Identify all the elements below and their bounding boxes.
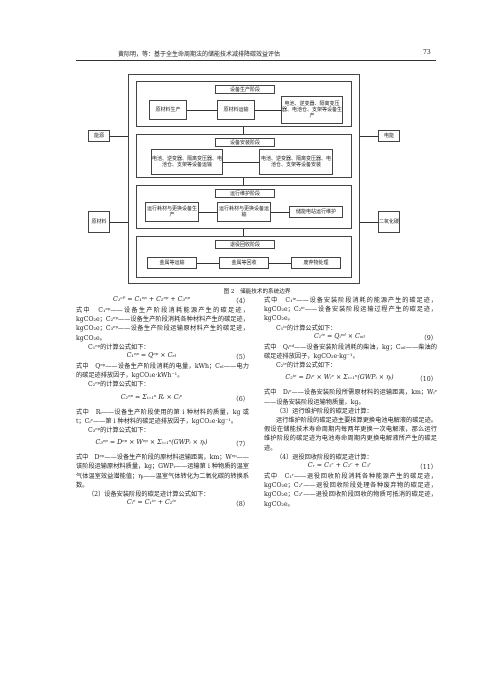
paragraph: 式中 C₁ʳ——退役回收阶段消耗各种能源产生的碳足迹，kgCO₂e；C₂ʳ——退… [264,473,437,508]
paragraph: 式中 Rᵢ——设备生产阶段使用的第 i 种材料的质量，kg 或 t；Cᵢᵉ——第… [76,408,249,425]
production-phase: 设备生产阶段 原材料生产 原材料运输 电池、逆变器、隔离变压器、电池仓、支架等设… [136,81,352,127]
energy-input: 能源 [88,130,110,142]
phase-connector [243,229,244,236]
flow-arrow [187,110,217,111]
flow-arrow [271,212,289,213]
equipment-production-box: 电池、逆变器、隔离变压器、电池仓、支架等设备生产 [281,96,343,124]
header-rule [76,60,436,61]
paragraph: 式中 Qᵉᵖ——设备生产阶段消耗的电量，kWh；Cₑₗ——电力的碳足迹排放因子，… [76,363,249,380]
phase-connector [243,127,244,134]
metal-recycling-box: 金属等回收 [219,257,269,269]
flow-arrow [255,110,281,111]
paragraph: 式中 Dᵉᵖ——设备生产阶段的原材料运输距离，km；Wᵉᵖ——该阶段运输原材料质… [76,454,249,489]
paragraph: 式中 Dᵢᵉ——设备安装阶段所需原材料的运输距离，km；Wᵢᵉ——设备安装阶段运… [264,389,437,406]
consumables-production-box: 运行耗材与更换设备生产 [145,202,199,222]
equation-7: C₃ᵉᵖ = Dᵉᵖ × Wᵉᵖ × Σᵢ₌₁ⁿ(GWPᵢ × ηᵢ)（7） [95,439,249,449]
consumables-transport-box: 运行耗材与更换设备运输 [217,202,271,222]
paragraph: 式中 Qᵢᵉᵈ——设备安装阶段消耗的柴油，kg；Cₒᵢₗ——柴油的碳足迹排放因子… [264,343,437,361]
paragraph: C₁ⁱᵉ的计算公式如下： [276,324,337,332]
paragraph: （2）设备安装阶段的碳足迹计算公式如下： [88,491,210,499]
paragraph: C₂ⁱᵉ的计算公式如下： [276,362,337,370]
equation-8: Cᵢᵉ = C₁ⁱᵉ + C₂ⁱᵉ（8） [126,499,249,509]
operation-phase: 运行维护阶段 运行耗材与更换设备生产 运行耗材与更换设备运输 储能电站运行维护 [136,185,352,229]
equation-11: Cᵣ = C₁ʳ + C₂ʳ + C₃ʳ（11） [307,462,437,472]
equipment-install-box: 电池、逆变器、隔离变压器、电池仓、支架等设备安装 [259,149,333,175]
paragraph: C₁ᵉᵖ的计算公式如下： [88,343,150,351]
installation-phase: 设备安装阶段 电池、逆变器、隔离变压器、电池仓、支架等设备运输 电池、逆变器、隔… [136,134,352,178]
production-phase-title: 设备生产阶段 [215,85,275,94]
running-header: 黄际明，等：基于全生命周期法的储能技术减排降碳效益评估 [118,51,281,58]
system-boundary-figure: 能源 原材料 电能 二氧化碳 设备生产阶段 原材料生产 原材料运输 电池、逆变器… [76,68,438,295]
raw-material-transport-box: 原材料运输 [217,100,255,120]
flow-arrow [199,212,217,213]
paragraph: 式中 C₁ⁱᵉ——设备安装阶段消耗的能源产生的碳足迹，kgCO₂e；C₂ⁱᵉ——… [264,297,437,323]
raw-material-production-box: 原材料生产 [149,100,187,120]
raw-material-input: 原材料 [88,211,110,233]
waste-treatment-box: 废弃物处理 [291,257,341,269]
right-column: 式中 C₁ⁱᵉ——设备安装阶段消耗的能源产生的碳足迹，kgCO₂e；C₂ⁱᵉ——… [264,296,437,509]
electricity-output: 电能 [378,130,400,142]
flow-arrow [269,263,291,264]
recycling-phase-title: 退役回收阶段 [215,240,275,249]
paragraph: C₂ᵉᵖ的计算公式如下： [88,381,150,389]
equation-9: C₁ⁱᵉ = Qᵢᵉᵈ × Cₒᵢₗ（9） [313,332,437,342]
equation-5: C₁ᵉᵖ = Qᵉᵖ × Cₑₗ（5） [126,352,249,362]
equation-10: C₂ⁱᵉ = Dᵢᵉ × Wᵢᵉ × Σᵢ₌₁ⁿ(GWPᵢ × ηᵢ)（10） [285,374,437,384]
figure-caption: 图 2 储能技术的系统边界 [223,289,291,295]
paragraph: 运行维护阶段的碳足迹主要核算更换电池电解液的碳足迹。假设在储能技术寿命周期内每两… [264,417,437,452]
left-column: C₁ᶜᴾ = C₁ᵉᵖ + C₂ᵉᵖ + C₃ᵉᵖ（4） 式中 C₁ᵉᵖ——设备… [76,296,249,509]
phase-connector [243,178,244,185]
equipment-transport-box: 电池、逆变器、隔离变压器、电池仓、支架等设备运输 [151,149,223,175]
recycling-phase: 退役回收阶段 金属等运输 金属等回收 废弃物处理 [136,236,352,278]
flow-arrow [223,162,259,163]
paragraph: （3）运行维护阶段的碳足迹计算： [276,407,373,415]
co2-connector [360,222,378,223]
station-maintenance-box: 储能电站运行维护 [289,206,343,218]
flow-arrow [197,263,219,264]
paragraph: （4）退役回收阶段的碳足迹计算： [276,453,373,461]
operation-phase-title: 运行维护阶段 [215,189,275,198]
equation-4: C₁ᶜᴾ = C₁ᵉᵖ + C₂ᵉᵖ + C₃ᵉᵖ（4） [113,296,249,305]
material-connector [110,222,128,223]
metal-transport-box: 金属等运输 [147,257,197,269]
energy-connector [110,136,128,137]
electricity-connector [360,136,378,137]
paragraph: C₃ᵉᵖ的计算公式如下： [88,427,150,435]
page-number: 73 [423,49,431,56]
paragraph: 式中 C₁ᵉᵖ——设备生产阶段消耗能源产生的碳足迹，kgCO₂e；C₂ᵉᵖ——设… [76,307,249,342]
co2-output: 二氧化碳 [378,211,400,233]
equation-6: C₂ᵉᵖ = Σᵢ₌₁ⁿ Rᵢ × Cᵢᵉ（6） [120,393,249,403]
installation-phase-title: 设备安装阶段 [215,138,275,147]
